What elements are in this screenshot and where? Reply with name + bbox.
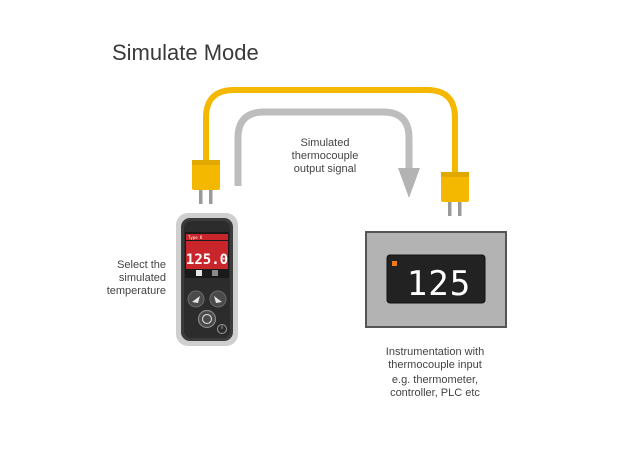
handheld-reading: 125.0	[186, 252, 228, 268]
panel-instrument: 125	[365, 231, 507, 328]
enter-button[interactable]	[197, 309, 217, 329]
handheld-calibrator: Type K 125.0	[176, 213, 238, 346]
arrow-icon	[192, 296, 200, 303]
arrow-icon	[214, 296, 222, 303]
thermocouple-cable	[203, 87, 458, 175]
status-indicator	[392, 261, 397, 266]
thermocouple-plug-icon	[192, 160, 220, 204]
thermocouple-plug-icon	[441, 172, 469, 216]
power-icon[interactable]	[217, 324, 227, 334]
signal-caption: Simulated thermocouple output signal	[291, 137, 359, 175]
instrument-caption: Instrumentation with thermocouple input	[385, 346, 485, 371]
signal-arrowhead	[398, 168, 420, 198]
instrument-examples: e.g. thermometer, controller, PLC etc	[390, 374, 480, 399]
signal-arrow	[234, 108, 413, 186]
select-caption: Select the simulated temperature	[106, 259, 166, 297]
screen-tag: Type K	[188, 235, 203, 240]
page-title: Simulate Mode	[112, 40, 259, 65]
panel-reading: 125	[407, 264, 471, 304]
